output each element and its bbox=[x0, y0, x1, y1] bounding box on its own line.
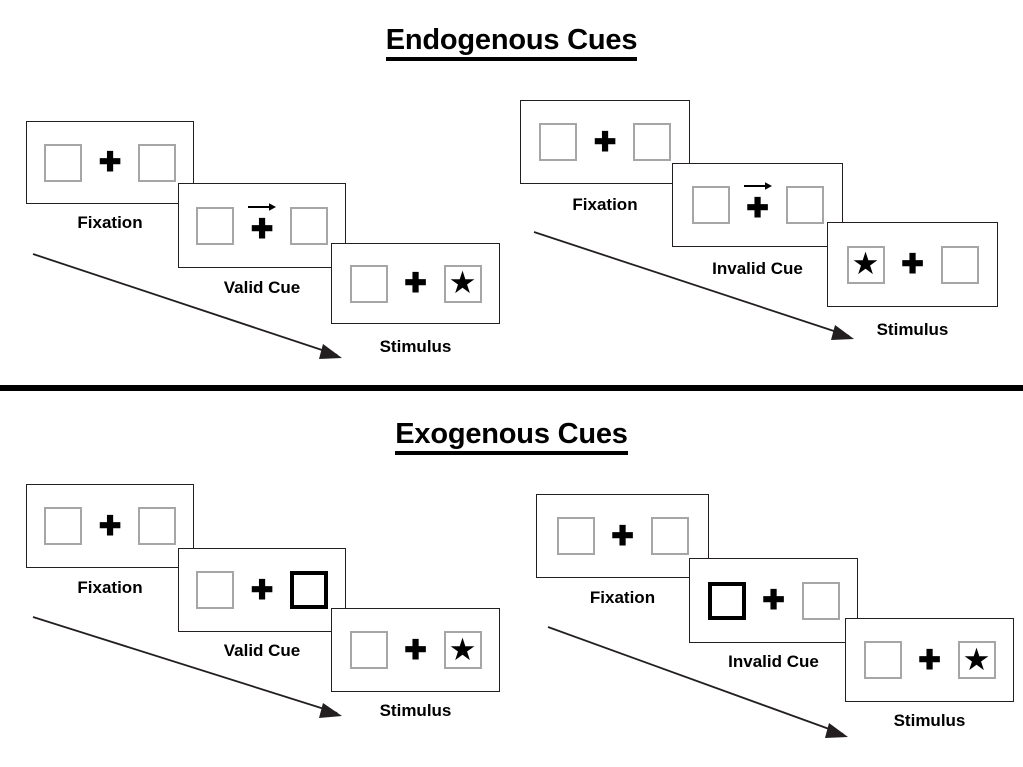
panel-content: ✚ bbox=[673, 164, 842, 246]
fixation-slot: ✚ bbox=[388, 258, 444, 310]
placeholder-box-left bbox=[196, 206, 234, 245]
placeholder-box-right bbox=[290, 206, 328, 245]
fixation-slot: ✚ bbox=[577, 116, 633, 168]
section-title-endogenous-text: Endogenous Cues bbox=[385, 24, 637, 61]
arrow-right-icon bbox=[743, 182, 772, 190]
panel-content: ✚ ★ bbox=[332, 609, 499, 691]
fixation-cross-icon: ✚ bbox=[918, 644, 941, 675]
panel-content: ✚ ★ bbox=[332, 244, 499, 323]
caption-endogenous-valid-stimulus: Stimulus bbox=[379, 337, 452, 356]
panel-endogenous-invalid-fixation[interactable]: ✚ bbox=[520, 100, 690, 184]
fixation-slot: ✚ bbox=[730, 179, 786, 231]
fixation-cross-icon: ✚ bbox=[250, 574, 274, 605]
fixation-cross-icon: ✚ bbox=[593, 126, 617, 157]
panel-content: ✚ bbox=[521, 101, 689, 183]
placeholder-box-left bbox=[44, 507, 82, 545]
section-title-exogenous-text: Exogenous Cues bbox=[395, 418, 628, 455]
arrow-right-icon bbox=[248, 202, 276, 211]
panel-content: ✚ ★ bbox=[846, 619, 1013, 701]
panel-content: ✚ bbox=[690, 559, 857, 642]
placeholder-box-left bbox=[863, 641, 902, 679]
placeholder-box-right bbox=[633, 123, 671, 161]
fixation-cross-icon: ✚ bbox=[250, 213, 274, 244]
panel-exogenous-valid-fixation[interactable]: ✚ bbox=[26, 484, 194, 568]
panel-exogenous-valid-stimulus[interactable]: ✚ ★ bbox=[331, 608, 500, 692]
panel-endogenous-invalid-stimulus[interactable]: ★ ✚ bbox=[827, 222, 998, 307]
caption-exogenous-invalid-stimulus: Stimulus bbox=[893, 711, 966, 730]
caption-exogenous-invalid-fixation: Fixation bbox=[589, 588, 656, 607]
placeholder-box-right bbox=[138, 143, 176, 182]
panel-endogenous-valid-stimulus[interactable]: ✚ ★ bbox=[331, 243, 500, 324]
panel-exogenous-valid-cue[interactable]: ✚ bbox=[178, 548, 346, 632]
target-box-right: ★ bbox=[957, 641, 996, 679]
panel-exogenous-invalid-fixation[interactable]: ✚ bbox=[536, 494, 709, 578]
panel-endogenous-valid-fixation[interactable]: ✚ bbox=[26, 121, 194, 204]
fixation-slot: ✚ bbox=[234, 200, 290, 252]
star-icon: ★ bbox=[448, 265, 477, 300]
target-box-left: ★ bbox=[846, 245, 885, 284]
caption-exogenous-valid-fixation: Fixation bbox=[77, 578, 143, 597]
placeholder-box-right bbox=[940, 245, 979, 284]
fixation-slot: ✚ bbox=[746, 575, 802, 627]
caption-exogenous-valid-stimulus: Stimulus bbox=[379, 701, 452, 720]
fixation-slot: ✚ bbox=[595, 510, 651, 562]
fixation-slot: ✚ bbox=[82, 500, 138, 552]
caption-endogenous-valid-cue: Valid Cue bbox=[223, 278, 301, 297]
section-title-exogenous: Exogenous Cues bbox=[0, 418, 1023, 455]
panel-content: ✚ bbox=[27, 485, 193, 567]
cued-box-right bbox=[290, 571, 328, 609]
fixation-slot: ✚ bbox=[885, 239, 941, 291]
section-title-endogenous: Endogenous Cues bbox=[0, 24, 1023, 61]
placeholder-box-left bbox=[349, 264, 388, 303]
panel-content: ★ ✚ bbox=[828, 223, 997, 306]
caption-endogenous-valid-fixation: Fixation bbox=[77, 213, 143, 232]
fixation-cross-icon: ✚ bbox=[762, 585, 785, 615]
star-icon: ★ bbox=[962, 641, 991, 677]
placeholder-box-left bbox=[556, 517, 595, 555]
star-icon: ★ bbox=[851, 246, 880, 281]
panel-content: ✚ bbox=[537, 495, 708, 577]
placeholder-box-right bbox=[650, 517, 689, 555]
placeholder-box-right bbox=[138, 507, 176, 545]
fixation-slot: ✚ bbox=[82, 137, 138, 189]
fixation-cross-icon: ✚ bbox=[746, 193, 769, 223]
placeholder-box-left bbox=[349, 631, 388, 669]
fixation-slot: ✚ bbox=[234, 564, 290, 616]
fixation-cross-icon: ✚ bbox=[901, 249, 924, 279]
placeholder-box-left bbox=[196, 571, 234, 609]
placeholder-box-left bbox=[691, 186, 730, 224]
target-box-right: ★ bbox=[443, 631, 482, 669]
panel-exogenous-invalid-cue[interactable]: ✚ bbox=[689, 558, 858, 643]
cued-box-left bbox=[707, 581, 746, 620]
caption-endogenous-invalid-cue: Invalid Cue bbox=[712, 259, 803, 278]
fixation-slot: ✚ bbox=[388, 624, 444, 676]
panel-endogenous-valid-cue[interactable]: ✚ bbox=[178, 183, 346, 268]
fixation-slot: ✚ bbox=[902, 634, 958, 686]
fixation-cross-icon: ✚ bbox=[404, 268, 427, 298]
fixation-cross-icon: ✚ bbox=[98, 147, 122, 177]
panel-content: ✚ bbox=[27, 122, 193, 203]
panel-content: ✚ bbox=[179, 184, 345, 267]
panel-content: ✚ bbox=[179, 549, 345, 631]
caption-exogenous-valid-cue: Valid Cue bbox=[223, 641, 301, 660]
placeholder-box-right bbox=[801, 581, 840, 620]
caption-endogenous-invalid-fixation: Fixation bbox=[572, 195, 638, 214]
panel-endogenous-invalid-cue[interactable]: ✚ bbox=[672, 163, 843, 247]
placeholder-box-right bbox=[785, 186, 824, 224]
section-divider bbox=[0, 385, 1023, 391]
target-box-right: ★ bbox=[443, 264, 482, 303]
placeholder-box-left bbox=[44, 143, 82, 182]
fixation-cross-icon: ✚ bbox=[98, 510, 122, 541]
panel-exogenous-invalid-stimulus[interactable]: ✚ ★ bbox=[845, 618, 1014, 702]
caption-exogenous-invalid-cue: Invalid Cue bbox=[728, 652, 819, 671]
star-icon: ★ bbox=[448, 631, 477, 667]
fixation-cross-icon: ✚ bbox=[611, 520, 634, 551]
fixation-cross-icon: ✚ bbox=[404, 634, 427, 665]
placeholder-box-left bbox=[539, 123, 577, 161]
caption-endogenous-invalid-stimulus: Stimulus bbox=[876, 320, 949, 339]
